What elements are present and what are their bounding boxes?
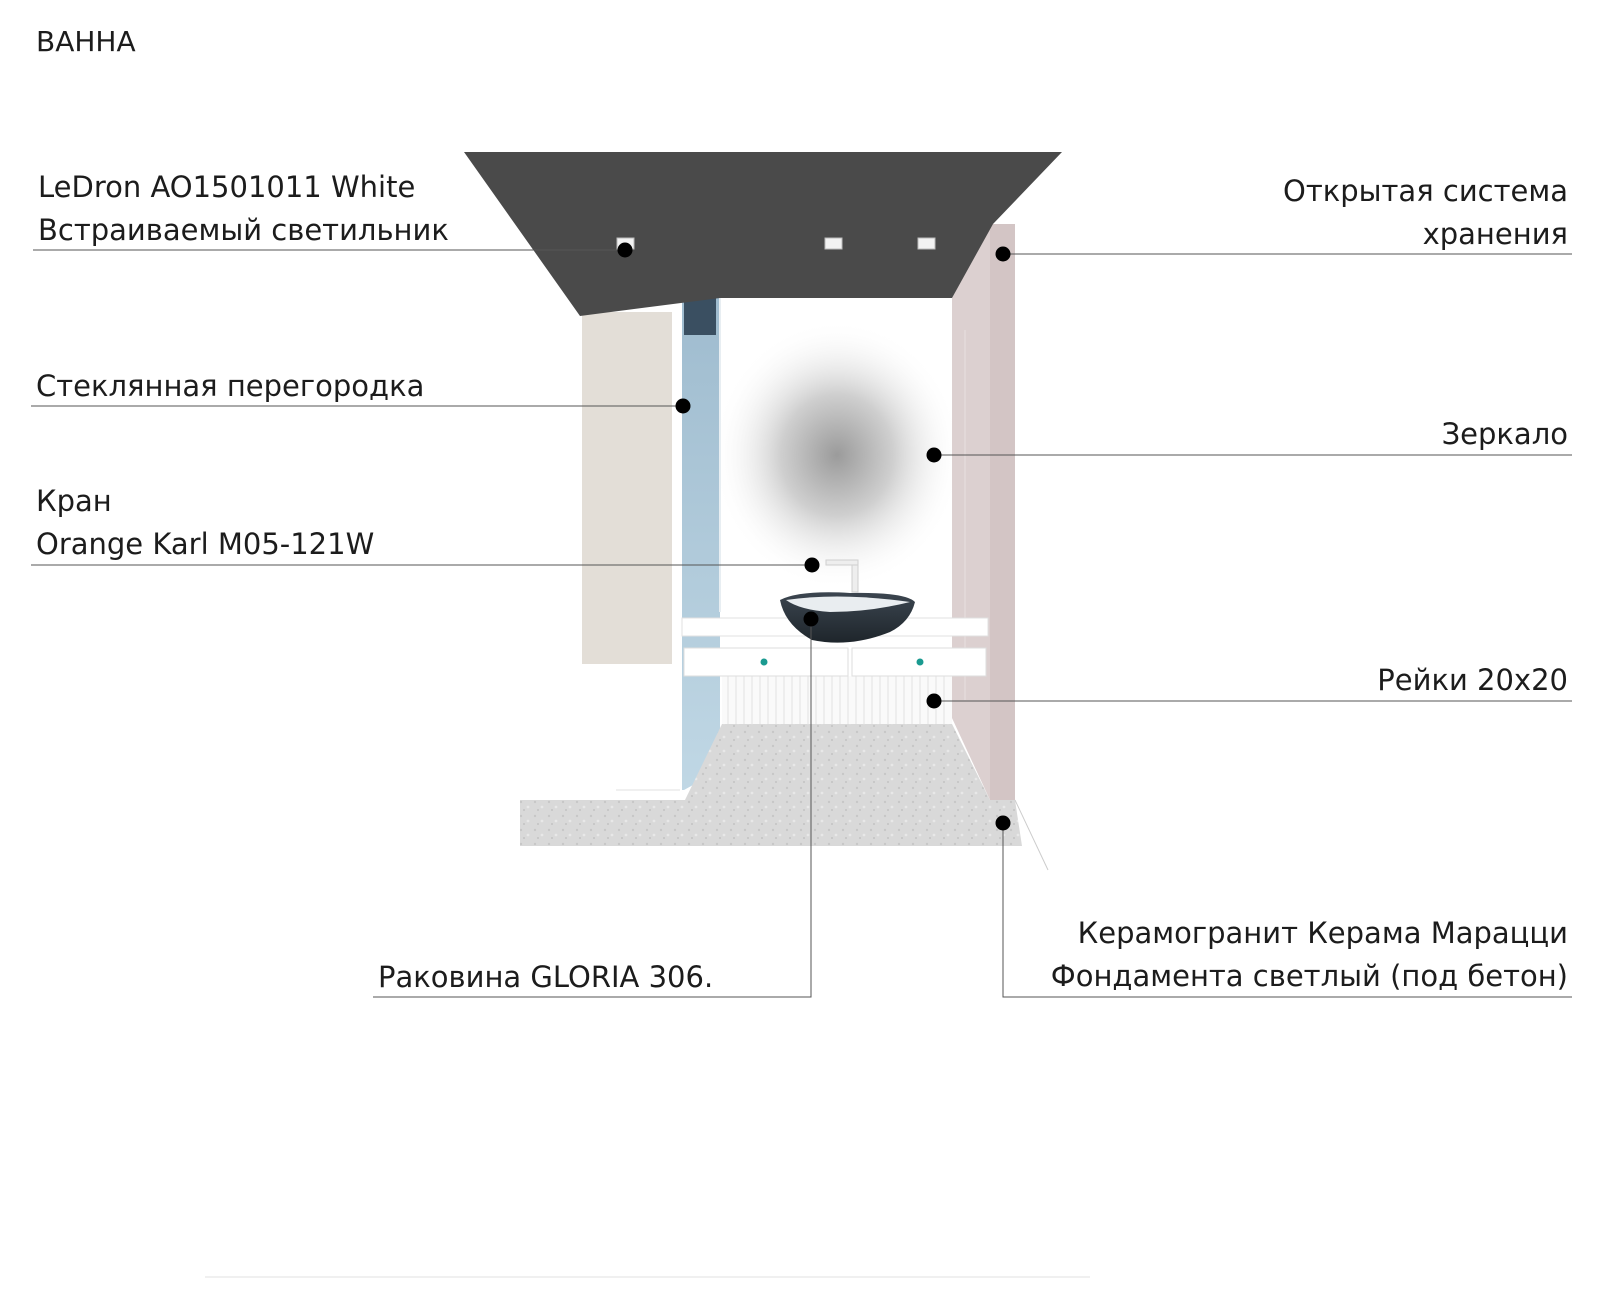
page-title: ВАННА: [36, 25, 136, 58]
callout-storage-line1: Открытая система: [1283, 174, 1568, 208]
callout-light-line2: Встраиваемый светильник: [38, 213, 449, 247]
callout-dot-tile: [995, 815, 1011, 831]
downlight-2: [824, 237, 843, 250]
callout-sink: Раковина GLORIA 306.: [378, 960, 714, 994]
callout-dot-glass: [675, 398, 691, 414]
callout-tile: Керамогранит Керама Марацци Фондамента с…: [1051, 912, 1568, 998]
callout-faucet-line1: Кран: [36, 484, 112, 518]
callout-dot-storage: [995, 246, 1011, 262]
callout-faucet: Кран Orange Karl M05-121W: [36, 480, 374, 566]
callout-slats: Рейки 20х20: [1377, 663, 1568, 697]
callout-dot-sink: [803, 611, 819, 627]
downlight-3: [917, 237, 936, 250]
callout-dot-light: [617, 242, 633, 258]
round-mirror: [712, 320, 962, 590]
leader-lines: [31, 249, 1572, 998]
drawer-knob-right: [916, 658, 924, 666]
callout-storage-line2: хранения: [1422, 217, 1568, 251]
callout-glass: Стеклянная перегородка: [36, 369, 425, 403]
ceiling: [464, 152, 1062, 316]
floor-tile: [520, 724, 1022, 846]
concrete-wall-tile: [582, 312, 672, 664]
callout-light: LeDron AO1501011 White Встраиваемый свет…: [38, 166, 449, 252]
callout-tile-line2: Фондамента светлый (под бетон): [1050, 959, 1568, 993]
callout-dot-faucet: [804, 557, 820, 573]
callout-tile-line1: Керамогранит Керама Марацци: [1077, 916, 1568, 950]
callout-dot-slats: [926, 693, 942, 709]
callout-storage: Открытая система хранения: [1283, 170, 1568, 256]
callout-light-line1: LeDron AO1501011 White: [38, 170, 416, 204]
drawer-knob-left: [760, 658, 768, 666]
callout-faucet-line2: Orange Karl M05-121W: [36, 527, 375, 561]
callout-mirror: Зеркало: [1441, 417, 1568, 451]
vanity-slats: [722, 676, 952, 724]
callout-dot-mirror: [926, 447, 942, 463]
